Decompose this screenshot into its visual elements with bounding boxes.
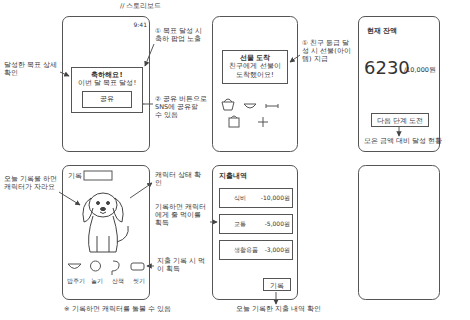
leader-arrows <box>147 266 154 267</box>
annotation-note: ① 친구 등급 달성 시 선물(아이템) 지급 <box>302 40 354 63</box>
heading-text: 현재 잔액 <box>367 27 433 35</box>
annotation-note: 기록하면 캐릭터에게 줄 먹이를 획득 <box>155 204 207 227</box>
annotation-note: ① 목표 달성 시 축하 팝업 노출 <box>155 28 207 44</box>
empty-screens <box>213 17 440 300</box>
popup-box: 선물 도착친구에게 선물이 도착했어요! <box>222 50 288 84</box>
gift-icons <box>231 116 237 118</box>
icon-label: 밥주기 <box>65 278 86 285</box>
annotation-note: 달성한 목표 상세 확인 <box>4 62 58 78</box>
leader-arrows <box>276 292 277 304</box>
dog-character <box>83 193 128 252</box>
annotation-note: // 스토리보드 <box>120 3 200 11</box>
button-text: 다음 단계 도전 <box>376 117 424 125</box>
empty-screens <box>359 166 440 300</box>
annotation-note: 오늘 기록을 하면 캐릭터가 자라요 <box>4 176 58 192</box>
record-button: 기록 <box>263 278 291 291</box>
popup-box: 축하해요!이번 달 목표 달성! 공유 <box>71 67 143 113</box>
annotation-note: 캐릭터 상태 확인 <box>155 172 207 188</box>
category-text: 생활용품 <box>234 246 262 253</box>
icon-label: 놀기 <box>86 278 107 285</box>
phone-screen: 기록밥주기놀기산책씻기 <box>62 165 150 300</box>
annotation-note: 오늘 기록한 지출 내역 확인 <box>236 306 356 314</box>
dog-character <box>107 202 110 205</box>
leader-arrows <box>290 55 300 62</box>
phone-screen: 지출내역식비-10,000원교통-5,000원생활용품-3,000원기록 <box>212 165 298 300</box>
popup-text: 축하해요! <box>76 71 138 79</box>
annotation-note: 지출 기록 시 먹이 획득 <box>157 258 207 274</box>
empty-screens <box>213 17 298 152</box>
phone-screen: 현재 잔액 6230/10,000원다음 단계 도전 <box>358 16 440 152</box>
leader-arrows <box>59 44 399 304</box>
heading-text: 지출내역 <box>219 172 279 180</box>
leader-arrows <box>399 127 400 136</box>
amount-text: -3,000원 <box>258 246 290 253</box>
icon-label: 산책 <box>107 278 128 285</box>
status-time: 9:41 <box>111 21 147 28</box>
button-text: 기록 <box>268 282 286 290</box>
amount-number: 6230 <box>364 57 406 79</box>
expense-row: 식비-10,000원 <box>219 188 293 208</box>
gift-icons <box>224 99 232 102</box>
annotation-note: 모은 금액 대비 달성 현황 <box>364 138 436 146</box>
popup-text: 이번 달 목표 달성! <box>76 79 138 87</box>
button-text: 공유 <box>87 95 127 103</box>
dog-character <box>97 236 109 252</box>
annotation-note: ② 공유 버튼으로 SNS에 공유할 수 있음 <box>155 96 207 119</box>
care-icons <box>112 261 119 275</box>
amount-text: -5,000원 <box>258 220 290 227</box>
popup-text: 선물 도착 <box>227 54 283 62</box>
phone-screen: 9:41 축하해요!이번 달 목표 달성! 공유 <box>62 16 150 152</box>
record-input-field <box>84 171 112 180</box>
challenge-button: 다음 단계 도전 <box>371 113 429 127</box>
annotation-note: ※ 기록하면 캐릭터를 돌볼 수 있음 <box>64 306 204 314</box>
expense-row: 교통-5,000원 <box>219 214 293 234</box>
dog-character <box>97 202 100 205</box>
heading-text: 기록 <box>68 172 86 180</box>
gift-icons <box>222 102 234 110</box>
dog-character <box>101 207 106 210</box>
leader-arrows <box>130 183 152 198</box>
share-button: 공유 <box>82 91 132 108</box>
gift-icons <box>222 99 278 127</box>
dog-character <box>117 226 128 242</box>
expense-row: 생활용품-3,000원 <box>219 240 293 260</box>
goal-number: /10,000원 <box>404 67 438 75</box>
dog-character <box>83 198 93 222</box>
care-icons <box>68 261 144 275</box>
dog-character <box>100 212 106 214</box>
category-text: 교통 <box>234 220 262 227</box>
gift-icons <box>229 118 239 127</box>
care-icons <box>131 263 144 270</box>
gift-icons <box>266 104 278 108</box>
dog-character <box>89 216 118 252</box>
amount-text: -10,000원 <box>258 194 290 201</box>
dog-character <box>113 198 123 222</box>
category-text: 식비 <box>234 194 262 201</box>
leader-arrows <box>144 104 153 105</box>
record-input-field <box>84 171 112 180</box>
care-icons <box>91 261 101 271</box>
popup-text: 친구에게 선물이 도착했어요! <box>227 62 283 79</box>
dog-character <box>89 193 117 217</box>
icon-label: 씻기 <box>128 278 149 285</box>
gift-icons <box>244 104 256 108</box>
care-icons <box>68 264 81 269</box>
gift-icons <box>258 117 268 127</box>
